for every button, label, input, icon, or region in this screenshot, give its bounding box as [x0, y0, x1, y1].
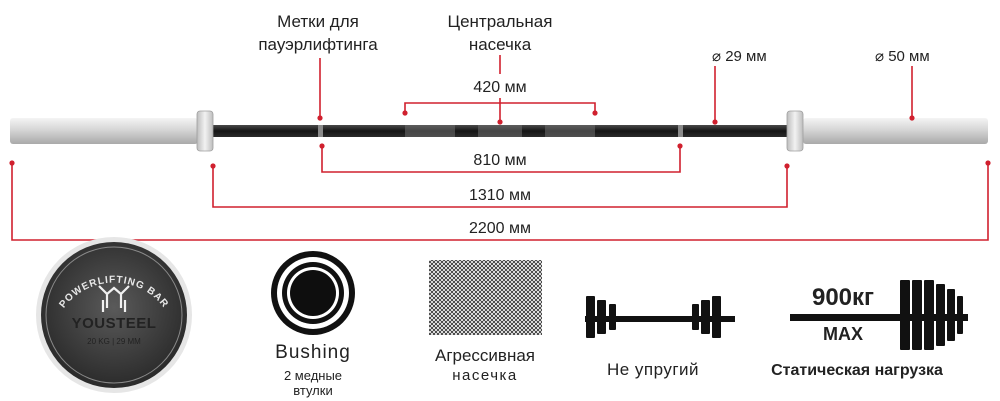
dim-1310-label: 1310 мм [469, 187, 531, 204]
power-marks-label-line2: пауэрлифтинга [258, 35, 378, 54]
badge-face [41, 242, 187, 388]
dim-810-line [321, 146, 681, 173]
dot [210, 163, 216, 169]
power-mark-right [678, 125, 683, 137]
yousteel-badge: POWERLIFTING BAR YOUSTEEL 20 KG | 29 MM [36, 237, 192, 393]
bushing-sub2: втулки [293, 383, 332, 398]
dot [985, 160, 991, 166]
dot [909, 115, 915, 121]
bushing-sub1: 2 медные [284, 368, 342, 383]
right-collar [786, 110, 804, 152]
bushing-title: Bushing [275, 342, 351, 363]
knurl-right [545, 125, 595, 137]
dim-810-label: 810 мм [473, 152, 526, 169]
dimension-dots [9, 110, 991, 169]
diam-sleeve-label: ⌀ 50 мм [875, 48, 930, 65]
dot [784, 163, 790, 169]
knurl-center [478, 125, 522, 137]
bushing-icon [271, 251, 355, 335]
dimension-lines [11, 55, 989, 241]
dot [677, 143, 683, 149]
center-knurl-label-line2: насечка [469, 35, 532, 54]
diam-shaft-label: ⌀ 29 мм [712, 48, 767, 65]
power-mark-left [318, 125, 323, 137]
badge-ring [45, 246, 183, 384]
left-sleeve [10, 118, 198, 144]
dim-2200-label: 2200 мм [469, 220, 531, 237]
dim-1310-line [212, 166, 788, 208]
heavy-barbell-icon [790, 280, 968, 350]
knurl-sample-icon [429, 260, 542, 335]
right-sleeve [803, 118, 988, 144]
center-knurl-label-line1: Центральная [448, 12, 553, 31]
dot [319, 143, 325, 149]
bushing-hole [290, 270, 336, 316]
barbell [10, 110, 988, 152]
dot [497, 119, 503, 125]
power-marks-label-line1: Метки для [277, 12, 359, 31]
badge-brand: YOUSTEEL [72, 315, 157, 332]
dot [9, 160, 15, 166]
dot [317, 115, 323, 121]
left-collar [196, 110, 214, 152]
badge-spec: 20 KG | 29 MM [87, 337, 141, 346]
knurl-label-line2: насечка [452, 367, 518, 384]
not-elastic-label: Не упругий [607, 360, 699, 379]
knurl-left [405, 125, 455, 137]
dim-2200-line [11, 163, 989, 241]
load-value: 900кг [812, 284, 874, 311]
badge-logo-icon [98, 285, 130, 312]
knurl-label-line1: Агрессивная [435, 346, 535, 365]
dim-420-label: 420 мм [473, 79, 526, 96]
static-load-label: Статическая нагрузка [771, 362, 943, 379]
rigid-barbell-icon [585, 296, 735, 338]
dot [712, 119, 718, 125]
dot [402, 110, 408, 116]
load-max: MAX [823, 324, 863, 344]
dot [592, 110, 598, 116]
